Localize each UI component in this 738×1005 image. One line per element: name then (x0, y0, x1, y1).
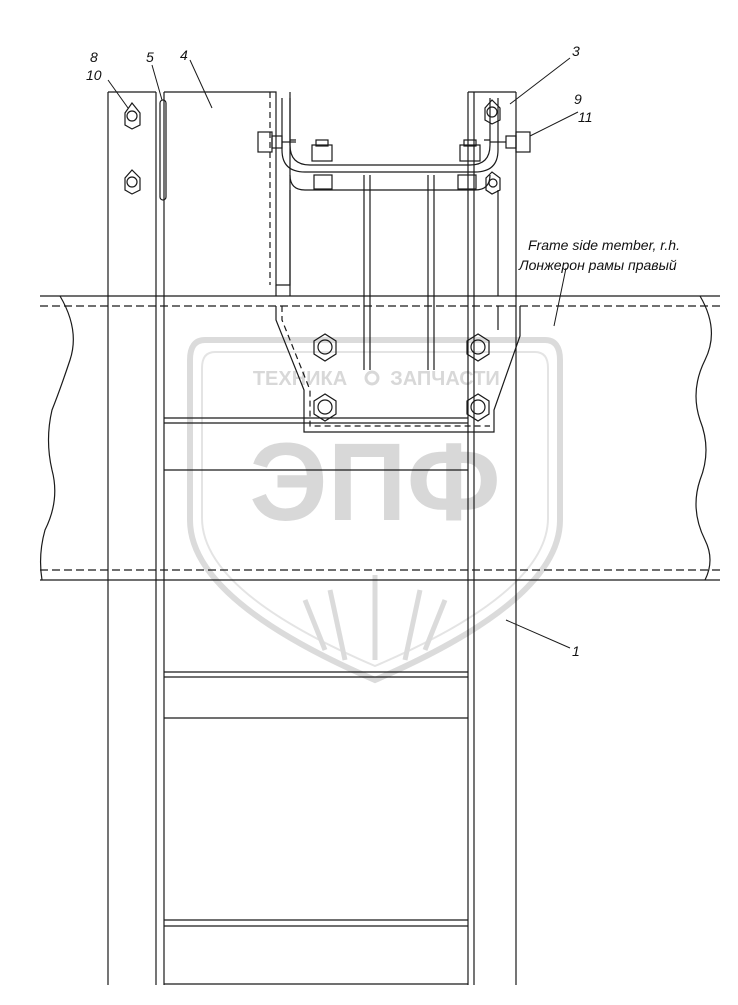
callout-5: 5 (146, 49, 154, 65)
frame-bolt-1 (313, 333, 337, 362)
watermark-shield (187, 337, 563, 684)
break-line-left (39, 295, 74, 581)
leader-3 (509, 57, 571, 105)
frame-side-member (39, 295, 720, 581)
break-line-right (695, 295, 713, 581)
leader-4 (189, 59, 213, 109)
leader-1 (505, 619, 571, 649)
bolt-left-upper (124, 101, 141, 130)
watermark-logo: ЭПФ (249, 421, 500, 544)
lower-bracket (275, 306, 521, 433)
drawing (39, 57, 720, 985)
frame-bolt-3 (313, 393, 337, 422)
leader-5 (151, 64, 163, 101)
leader-8-10 (107, 79, 129, 109)
leader-frame (553, 267, 567, 327)
bracket-plate-4 (164, 91, 291, 296)
bolt-right-upper (484, 99, 501, 125)
watermark-text-right: ЗАПЧАСТИ (390, 368, 500, 390)
u-bracket (281, 98, 499, 296)
callout-4: 4 (180, 47, 188, 63)
watermark-wheat-icon (302, 575, 448, 661)
bolt-u-right (490, 131, 531, 153)
ladder-steps (164, 417, 468, 985)
caption-russian: Лонжерон рамы правый (518, 257, 677, 273)
ladder-left-rail (107, 91, 165, 985)
watermark-shield-inner (201, 351, 549, 668)
leader-lines (107, 57, 579, 649)
threaded-rods (363, 175, 435, 370)
nut-corner-right (485, 171, 501, 195)
callout-10: 10 (86, 67, 102, 83)
callout-11: 11 (578, 109, 593, 125)
bolt-left-lower (124, 169, 141, 195)
callout-9: 9 (574, 91, 582, 107)
callout-8: 8 (90, 49, 98, 65)
watermark: ТЕХНИКА ЗАПЧАСТИ ЭПФ (187, 337, 563, 684)
watermark-gear-icon (364, 370, 380, 386)
callouts: 8 10 5 4 3 9 11 1 Frame side member, r.h… (86, 43, 680, 659)
nut-top-left (311, 139, 333, 190)
callout-3: 3 (572, 43, 580, 59)
callout-1: 1 (572, 643, 580, 659)
nut-top-right (457, 139, 481, 190)
ladder-right-rail (467, 91, 517, 985)
frame-bolt-2 (466, 333, 490, 362)
leader-9-11 (529, 111, 579, 137)
caption-english: Frame side member, r.h. (528, 237, 680, 253)
bolt-u-left (257, 131, 296, 153)
frame-bolt-4 (466, 393, 490, 422)
slot-5 (159, 99, 167, 201)
